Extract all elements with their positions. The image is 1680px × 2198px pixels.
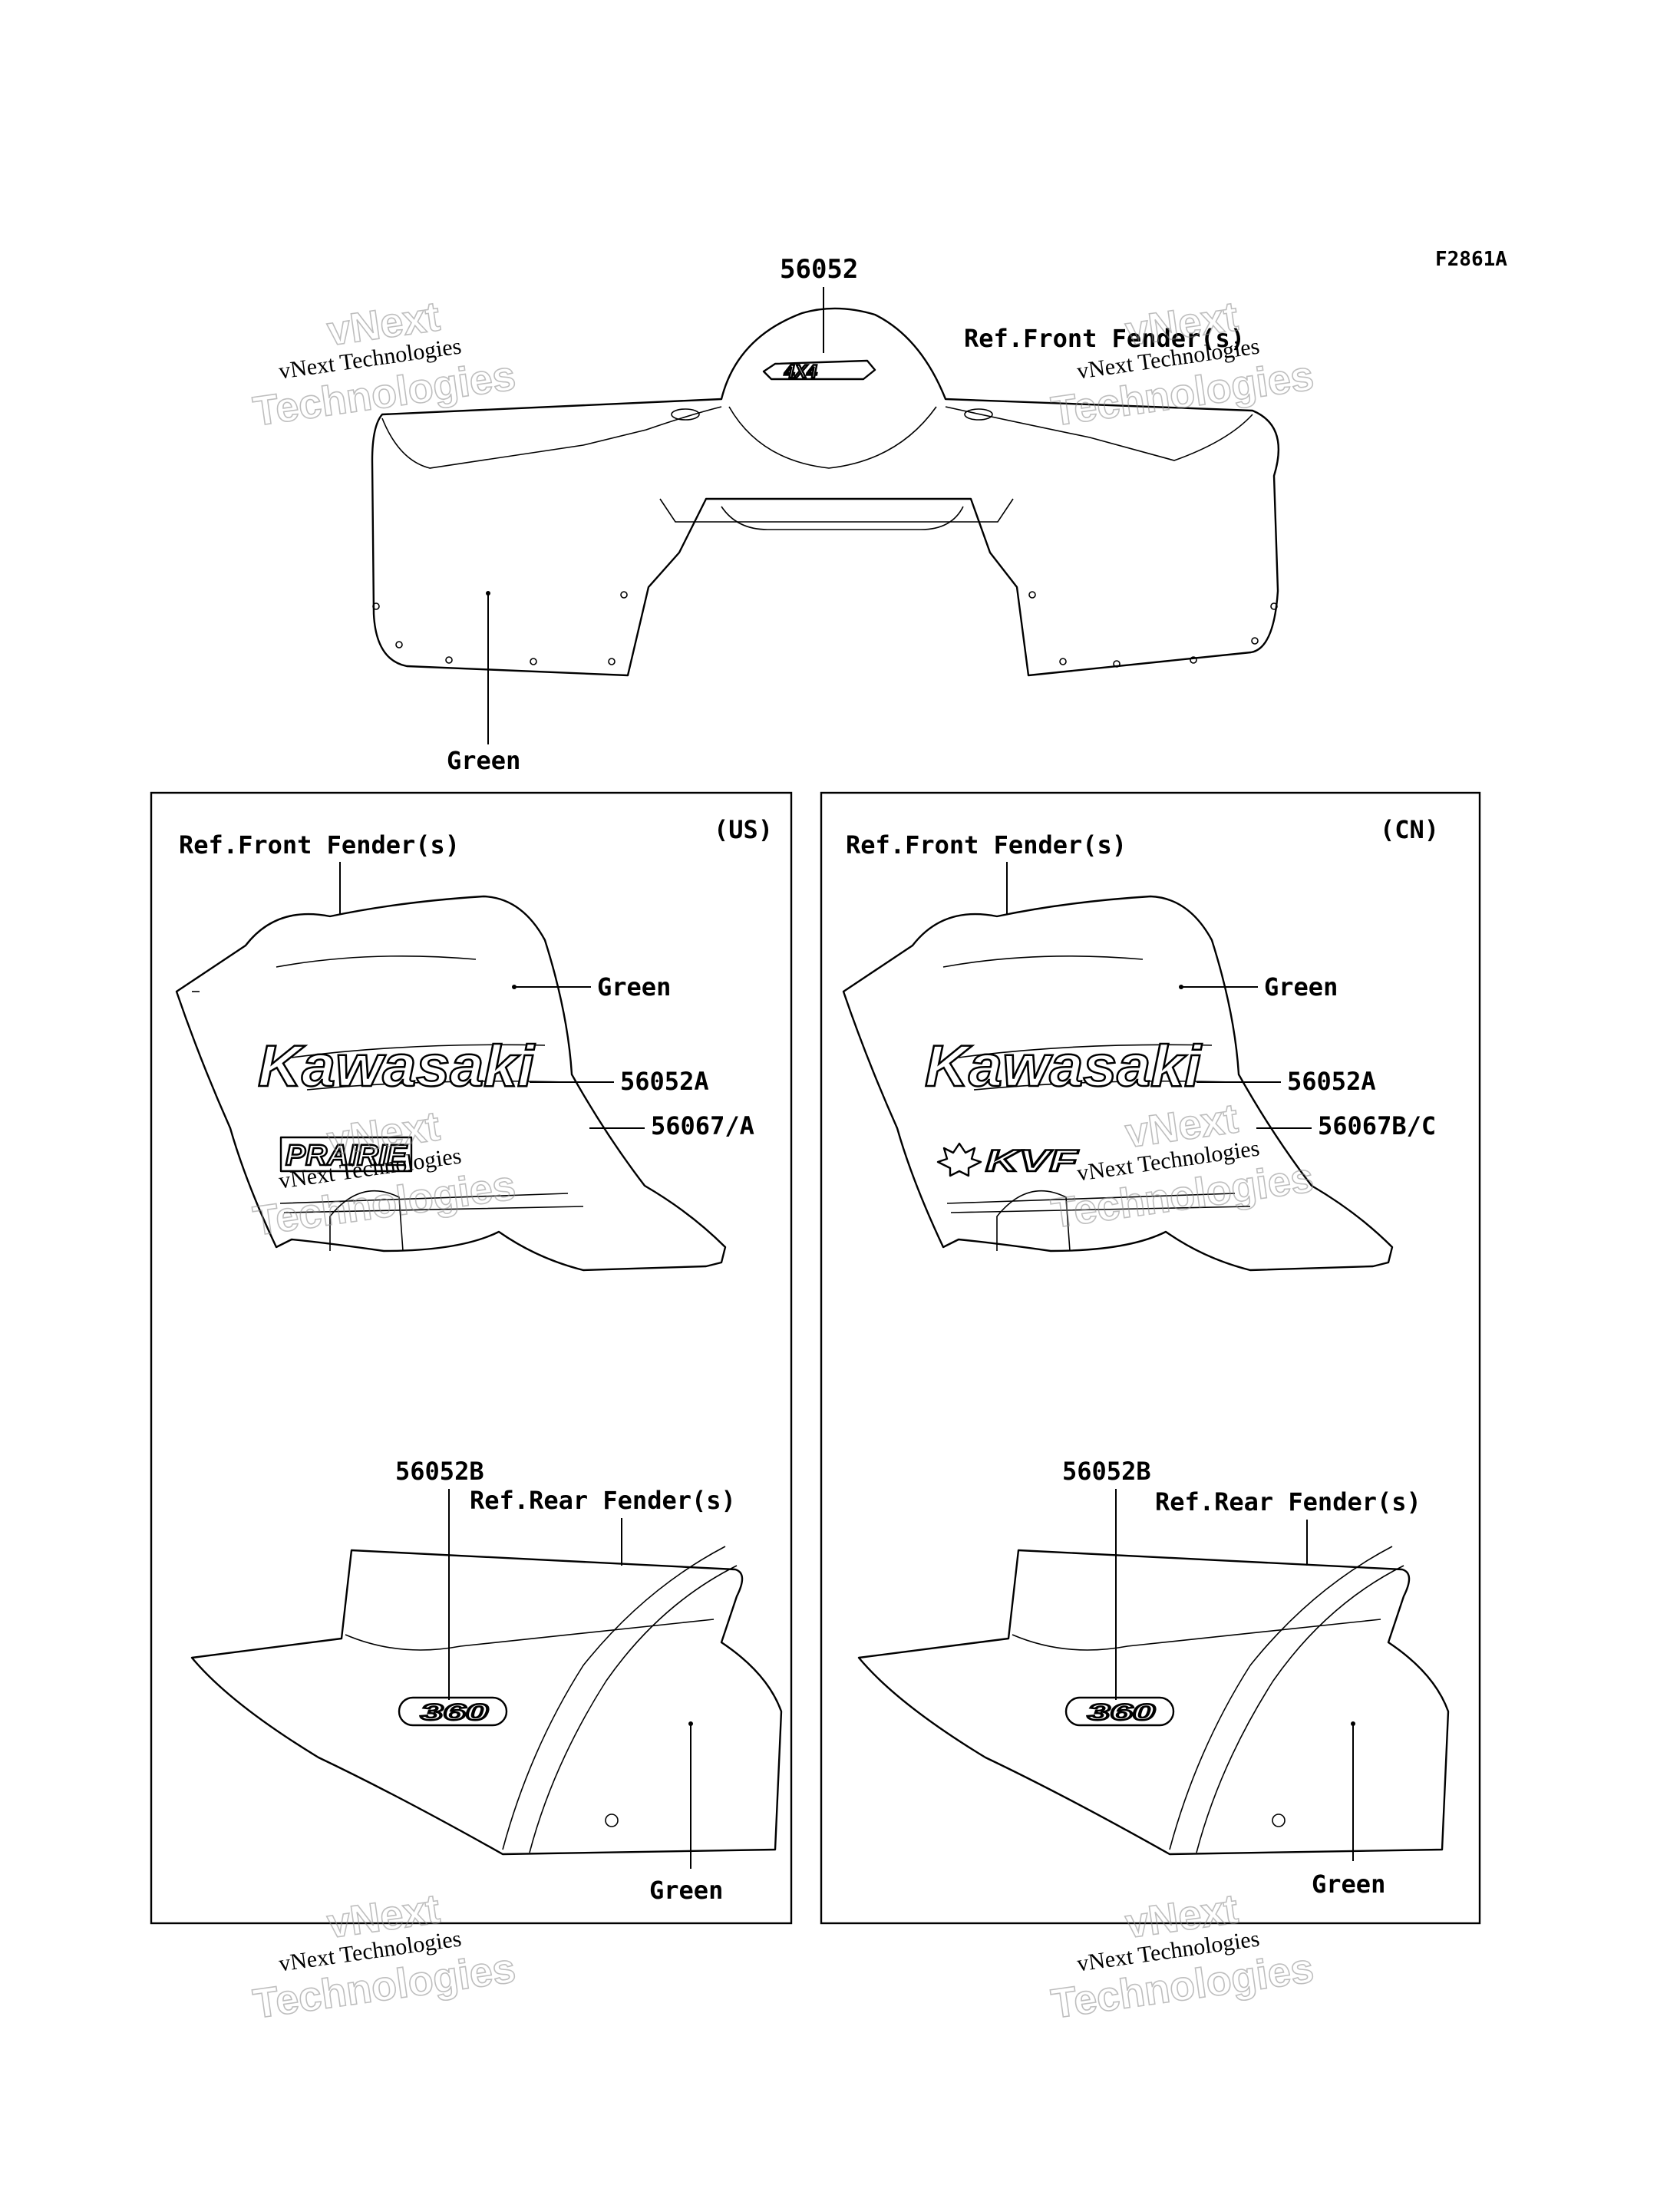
us-part-a: 56052A bbox=[620, 1067, 709, 1096]
top-color-label: Green bbox=[447, 746, 520, 775]
us-rear-part: 56052B bbox=[395, 1457, 484, 1486]
cn-rear-fender-hole bbox=[1272, 1814, 1286, 1827]
us-rear-badge-icon bbox=[398, 1696, 508, 1727]
4x4-decal-icon bbox=[762, 359, 876, 381]
cn-rear-badge: 360 bbox=[1088, 1700, 1156, 1725]
watermark: vNext vNext Technologies Technologies bbox=[1048, 292, 1317, 435]
us-rear-fender-hole bbox=[605, 1814, 619, 1827]
cn-rear-color: Green bbox=[1312, 1870, 1385, 1899]
cn-part-a: 56052A bbox=[1287, 1067, 1376, 1096]
4x4-decal-text: 4X4 bbox=[784, 361, 817, 382]
us-model-badge-icon bbox=[279, 1136, 413, 1173]
top-ref-label: Ref.Front Fender(s) bbox=[964, 324, 1245, 353]
cn-model-badge: KVF bbox=[985, 1144, 1079, 1178]
us-side-fender-outline bbox=[175, 895, 727, 1272]
front-fender-center bbox=[659, 406, 1014, 523]
panel-cn: (CN) Ref.Front Fender(s) Kawasaki KVF Gr… bbox=[820, 791, 1481, 1925]
panel-cn-frame bbox=[820, 791, 1481, 1925]
cn-rear-fender-curve bbox=[1169, 1546, 1404, 1853]
cn-fender-contour bbox=[942, 955, 1251, 1213]
us-wheel-arch bbox=[329, 1190, 404, 1252]
watermark: vNext vNext Technologies Technologies bbox=[249, 292, 519, 435]
panel-us: (US) Ref.Front Fender(s) Kawasaki PRAIRI… bbox=[150, 791, 793, 1925]
front-fender-rim bbox=[381, 406, 1253, 469]
top-front-fender: 56052 Ref.Front Fender(s) 4X4 bbox=[371, 254, 1280, 775]
cn-front-color: Green bbox=[1264, 972, 1338, 1002]
cn-rear-fender-outline bbox=[857, 1549, 1450, 1856]
watermark: vNext vNext Technologies Technologies bbox=[1048, 1094, 1317, 1237]
front-fender-top-outline bbox=[371, 307, 1280, 677]
region-us: (US) bbox=[714, 815, 773, 844]
us-rear-badge: 360 bbox=[421, 1700, 489, 1725]
cn-rear-ref: Ref.Rear Fender(s) bbox=[1155, 1487, 1421, 1516]
us-part-b: 56067/A bbox=[651, 1111, 754, 1140]
front-fender-skirt bbox=[721, 506, 964, 530]
maple-leaf-icon bbox=[936, 1142, 982, 1177]
us-front-color: Green bbox=[597, 972, 671, 1002]
fender-rivets bbox=[372, 591, 1278, 668]
figure-id: F2861A bbox=[1435, 248, 1507, 271]
cn-rear-fender-rim bbox=[1012, 1619, 1381, 1651]
top-part-number: 56052 bbox=[780, 254, 858, 285]
us-rear-ref: Ref.Rear Fender(s) bbox=[470, 1486, 736, 1515]
watermark: vNext vNext Technologies Technologies bbox=[1048, 1885, 1317, 2028]
us-front-ref: Ref.Front Fender(s) bbox=[179, 830, 460, 860]
us-rear-fender-rim bbox=[345, 1619, 715, 1651]
cn-front-ref: Ref.Front Fender(s) bbox=[846, 830, 1127, 860]
watermark: vNext vNext Technologies Technologies bbox=[249, 1885, 519, 2028]
us-rear-fender-curve bbox=[502, 1546, 738, 1853]
cn-rear-badge-icon bbox=[1064, 1696, 1175, 1727]
cn-wheel-arch bbox=[996, 1190, 1071, 1252]
mount-hole bbox=[671, 408, 700, 421]
mount-hole bbox=[964, 408, 993, 421]
us-model-badge: PRAIRIE bbox=[286, 1140, 408, 1172]
cn-brand-logo: Kawasaki bbox=[925, 1034, 1203, 1099]
cn-rear-part: 56052B bbox=[1062, 1457, 1151, 1486]
us-brand-logo: Kawasaki bbox=[258, 1034, 536, 1099]
cn-part-b: 56067B/C bbox=[1318, 1111, 1436, 1140]
us-rear-color: Green bbox=[649, 1876, 723, 1905]
us-fender-contour bbox=[276, 955, 584, 1213]
region-cn: (CN) bbox=[1380, 815, 1439, 844]
panel-us-frame bbox=[150, 791, 793, 1925]
watermark: vNext vNext Technologies Technologies bbox=[249, 1102, 519, 1245]
cn-side-fender-outline bbox=[842, 895, 1394, 1272]
us-rear-fender-outline bbox=[190, 1549, 783, 1856]
